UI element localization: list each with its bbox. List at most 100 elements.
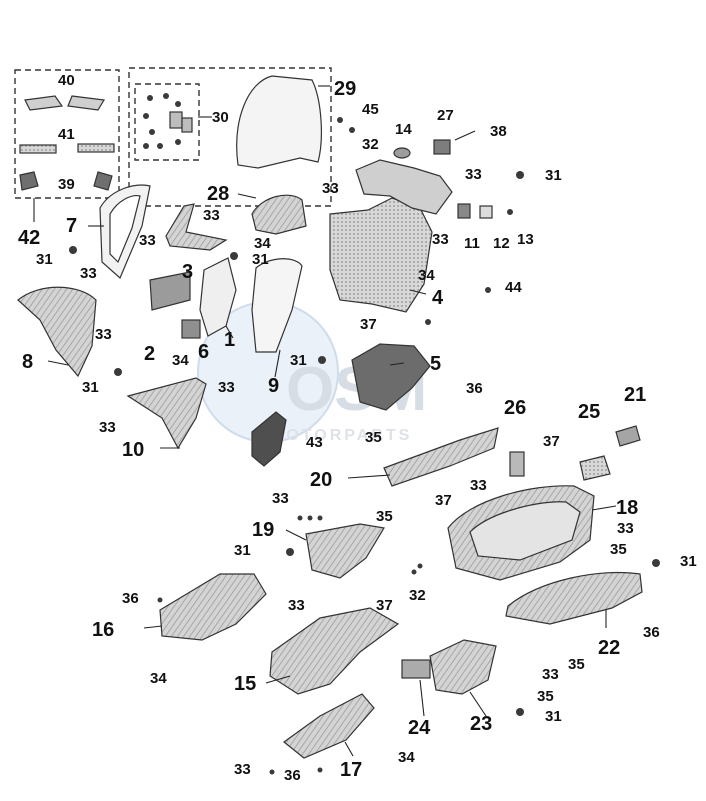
- callout-33-j: 33: [470, 477, 487, 494]
- callout-33-g: 33: [95, 326, 112, 343]
- part-40-lenses: [24, 95, 105, 111]
- part-25-vent: [579, 455, 611, 481]
- callout-36-c: 36: [643, 624, 660, 641]
- callout-43: 43: [306, 434, 323, 451]
- part-19-cover: [305, 523, 385, 579]
- callout-31-e: 31: [82, 379, 99, 396]
- callout-35-e: 35: [537, 688, 554, 705]
- callout-33-c: 33: [203, 207, 220, 224]
- callout-31-c: 31: [252, 251, 269, 268]
- screws: [69, 117, 660, 775]
- part-43-bracket: [251, 411, 287, 467]
- callout-37-d: 37: [376, 597, 393, 614]
- callout-37-b: 37: [543, 433, 560, 450]
- callout-34-e: 34: [398, 749, 415, 766]
- callout-23: 23: [470, 713, 492, 735]
- part-10-lower-cover: [126, 377, 207, 450]
- part-29-windscreen: [236, 75, 322, 169]
- callout-34-c: 34: [172, 352, 189, 369]
- callout-1: 1: [224, 329, 235, 351]
- callout-24: 24: [408, 717, 431, 739]
- part-3-trim: [165, 203, 228, 251]
- group-box-29-30: [128, 67, 332, 207]
- part-4-inner-shield: [329, 197, 433, 313]
- callout-31-h: 31: [545, 708, 562, 725]
- callout-28: 28: [207, 183, 229, 205]
- callout-27: 27: [437, 107, 454, 124]
- callout-45: 45: [362, 101, 379, 118]
- part-17-lower-skirt: [283, 693, 375, 759]
- part-28-cover: [251, 194, 307, 235]
- callout-22: 22: [598, 637, 620, 659]
- callout-36-b: 36: [122, 590, 139, 607]
- callout-35-a: 35: [365, 429, 382, 446]
- part-9-front-cover: [251, 258, 303, 353]
- callout-16: 16: [92, 619, 114, 641]
- callout-21: 21: [624, 384, 646, 406]
- callout-14: 14: [395, 121, 412, 138]
- callout-36-d: 36: [284, 767, 301, 784]
- callout-31-g: 31: [680, 553, 697, 570]
- callout-10: 10: [122, 439, 144, 461]
- callout-17: 17: [340, 759, 362, 781]
- callout-29: 29: [334, 78, 356, 100]
- part-20-tunnel: [383, 427, 499, 487]
- callout-4: 4: [432, 287, 444, 309]
- callout-39: 39: [58, 176, 75, 193]
- part-4-upper: [355, 159, 453, 215]
- part-6-block: [181, 319, 201, 339]
- part-30-hardware: [143, 93, 193, 149]
- callout-41: 41: [58, 126, 75, 143]
- callout-33-m: 33: [288, 597, 305, 614]
- callout-32-b: 32: [409, 587, 426, 604]
- part-41-strips: [19, 143, 115, 154]
- callout-25: 25: [578, 401, 600, 423]
- part-16-floor-panel: [159, 573, 267, 641]
- callout-18: 18: [616, 497, 638, 519]
- callout-33-e: 33: [432, 231, 449, 248]
- callout-33-n: 33: [542, 666, 559, 683]
- callout-31-f: 31: [234, 542, 251, 559]
- callout-33-a: 33: [465, 166, 482, 183]
- callout-32-top: 32: [362, 136, 379, 153]
- callout-31-b: 31: [36, 251, 53, 268]
- callout-33-b: 33: [322, 180, 339, 197]
- callout-35-b: 35: [376, 508, 393, 525]
- callout-8: 8: [22, 351, 33, 373]
- part-12-bracket: [479, 205, 493, 219]
- callout-30: 30: [212, 109, 229, 126]
- callout-31-a: 31: [545, 167, 562, 184]
- leader-lines: [33, 85, 617, 757]
- callout-5: 5: [430, 353, 441, 375]
- callout-34-a: 34: [254, 235, 271, 252]
- part-14-grommet: [393, 147, 411, 159]
- callout-38: 38: [490, 123, 507, 140]
- part-26-cover: [509, 451, 525, 477]
- part-2-vents: [149, 271, 191, 311]
- part-21-cap: [615, 425, 641, 447]
- callout-20: 20: [310, 469, 332, 491]
- part-39-reflectors: [19, 171, 113, 191]
- callout-42: 42: [18, 227, 40, 249]
- callout-33-f: 33: [80, 265, 97, 282]
- callout-15: 15: [234, 673, 256, 695]
- callout-35-c: 35: [610, 541, 627, 558]
- callout-37-c: 37: [435, 492, 452, 509]
- callout-33-l: 33: [617, 520, 634, 537]
- callout-36-a: 36: [466, 380, 483, 397]
- callout-3: 3: [182, 261, 193, 283]
- callout-31-d: 31: [290, 352, 307, 369]
- callout-11: 11: [464, 235, 480, 252]
- part-5-panel: [351, 343, 431, 411]
- part-8-side-panel: [17, 286, 97, 378]
- part-13-pin: [507, 209, 513, 215]
- callout-33-o: 33: [234, 761, 251, 778]
- callout-35-d: 35: [568, 656, 585, 673]
- callout-34-d: 34: [150, 670, 167, 687]
- callout-19: 19: [252, 519, 274, 541]
- callout-12: 12: [493, 235, 510, 252]
- callout-40: 40: [58, 72, 75, 89]
- part-15-floor: [269, 607, 400, 695]
- part-22-side-panel: [505, 571, 643, 625]
